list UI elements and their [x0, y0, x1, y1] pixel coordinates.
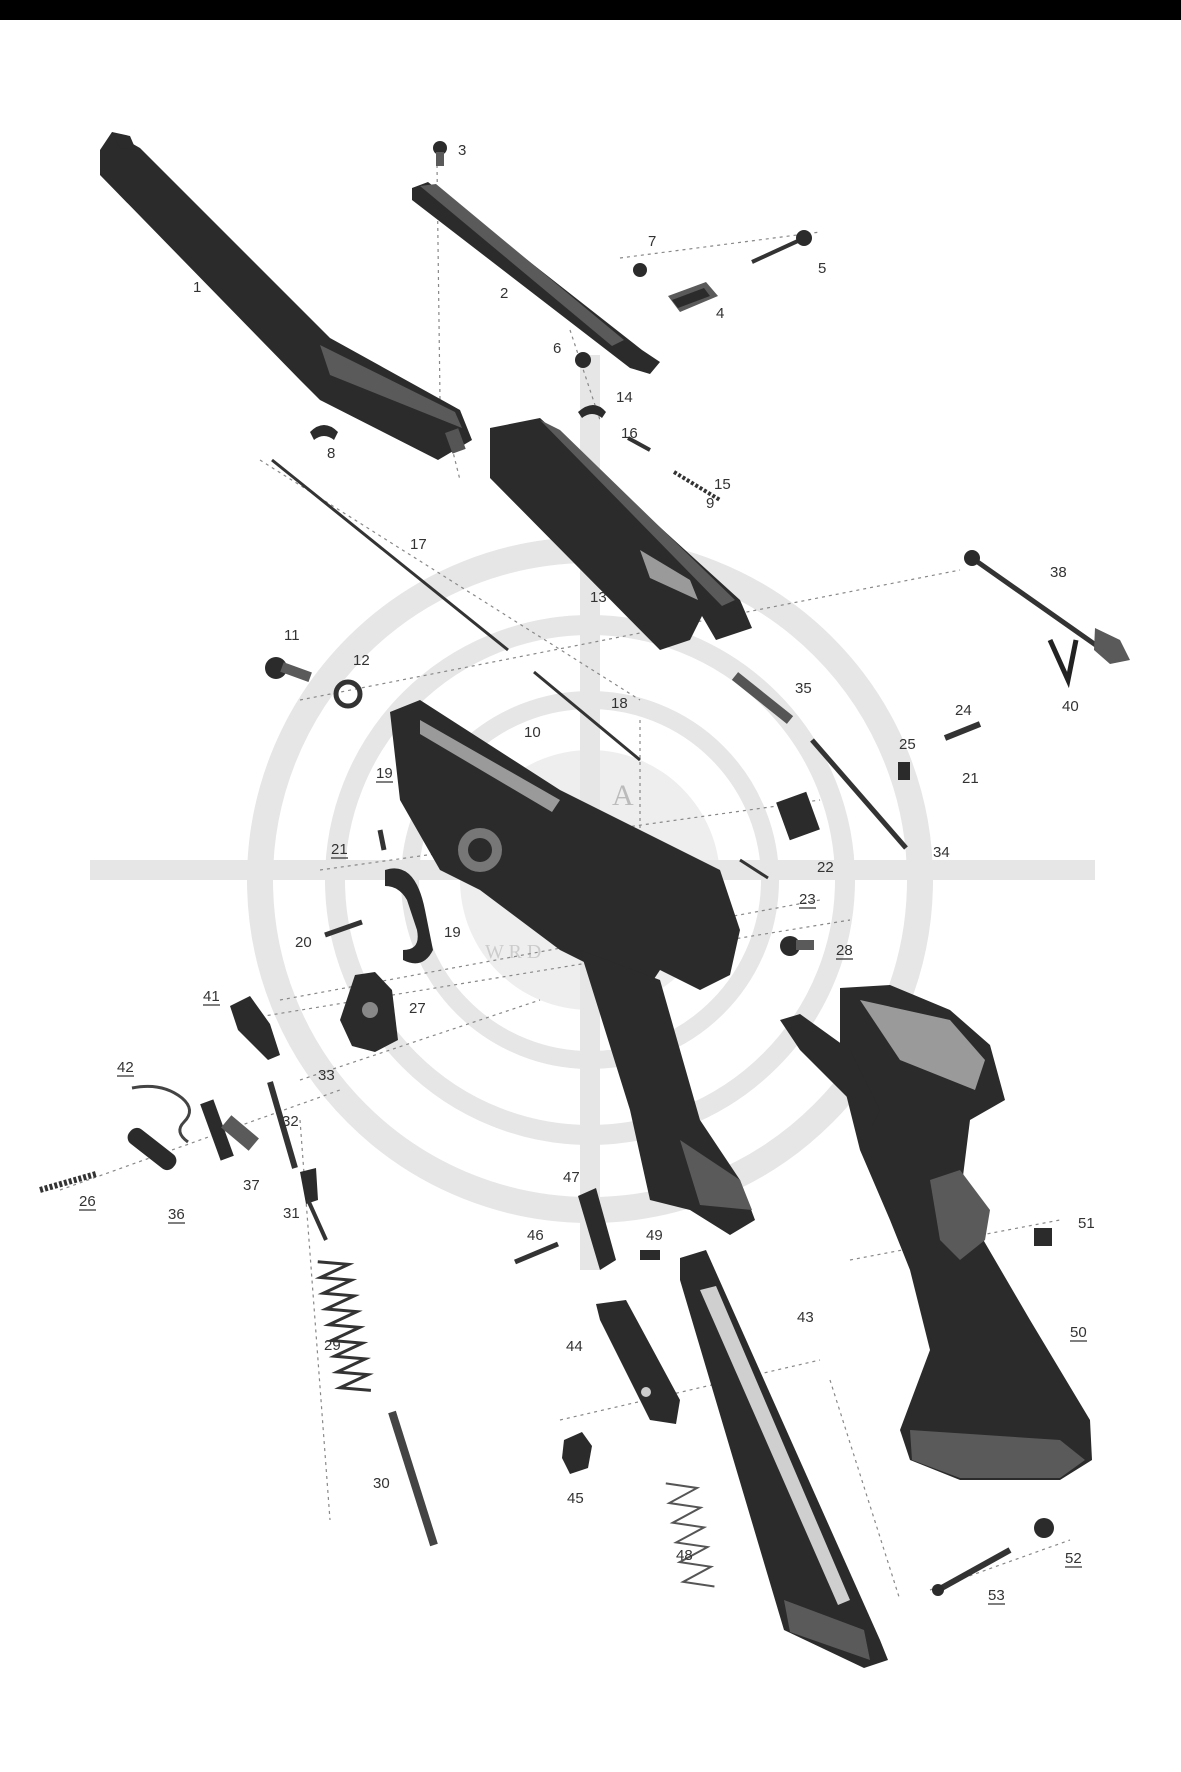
- part-label-6: 6: [553, 340, 561, 357]
- part-label-26: 26: [79, 1193, 96, 1210]
- part-label-12: 12: [353, 652, 370, 669]
- part-label-13: 13: [590, 589, 607, 606]
- part-label-42: 42: [117, 1059, 134, 1076]
- part-label-46: 46: [527, 1227, 544, 1244]
- parts-14-16: [578, 405, 722, 502]
- part-label-41: 41: [203, 988, 220, 1005]
- part-label-48: 48: [676, 1547, 693, 1564]
- part-label-30: 30: [373, 1475, 390, 1492]
- part-label-3: 3: [458, 142, 466, 159]
- grip-50: [780, 985, 1092, 1480]
- part-label-19: 19: [444, 924, 461, 941]
- part-label-34: 34: [933, 844, 950, 861]
- part-label-51: 51: [1078, 1215, 1095, 1232]
- part-label-20: 20: [295, 934, 312, 951]
- part-label-4: 4: [716, 305, 724, 322]
- top-black-bar: [0, 0, 1181, 20]
- part-label-38: 38: [1050, 564, 1067, 581]
- part-label-35: 35: [795, 680, 812, 697]
- small-parts-left: [39, 1084, 259, 1193]
- part-label-17: 17: [410, 536, 427, 553]
- part-label-11: 11: [284, 627, 300, 644]
- parts-38-40: [964, 550, 1130, 689]
- rod-17: [271, 458, 641, 762]
- part-label-45: 45: [567, 1490, 584, 1507]
- magazine-parts: [514, 1188, 715, 1588]
- part-label-50: 50: [1070, 1324, 1087, 1341]
- part-label-10: 10: [524, 724, 541, 741]
- small-parts-4-7: [575, 230, 812, 368]
- part-label-33: 33: [318, 1067, 335, 1084]
- part-label-1: 1: [193, 279, 201, 296]
- part-label-27: 27: [409, 1000, 426, 1017]
- watermark-subtext: W R D: [485, 941, 541, 963]
- screw-3: [433, 141, 447, 166]
- part-label-5: 5: [818, 260, 826, 277]
- part-label-22: 22: [817, 859, 834, 876]
- part-label-9: 9: [706, 495, 714, 512]
- part-label-21: 21: [331, 841, 348, 858]
- slide-part: [490, 418, 752, 650]
- magazine-43: [680, 1250, 888, 1668]
- part-label-2: 2: [500, 285, 508, 302]
- part-label-8: 8: [327, 445, 335, 462]
- grip-screws: [932, 1228, 1054, 1596]
- frame-part: [390, 700, 755, 1235]
- part-label-40: 40: [1062, 698, 1079, 715]
- watermark-letter: A: [612, 779, 634, 812]
- part-label-14: 14: [616, 389, 633, 406]
- part-label-7: 7: [648, 233, 656, 250]
- part-8: [310, 425, 338, 440]
- hammer-27: [230, 972, 398, 1060]
- part-label-49: 49: [646, 1227, 663, 1244]
- parts-11-12: [265, 657, 363, 709]
- part-label-29: 29: [324, 1337, 341, 1354]
- part-label-31: 31: [283, 1205, 300, 1222]
- part-label-23: 23: [799, 891, 816, 908]
- part-label-52: 52: [1065, 1550, 1082, 1567]
- part-label-32: 32: [282, 1113, 299, 1130]
- part-label-47: 47: [563, 1169, 580, 1186]
- part-label-37: 37: [243, 1177, 260, 1194]
- part-label-53: 53: [988, 1587, 1005, 1604]
- right-small-parts: [731, 672, 982, 956]
- part-label-44: 44: [566, 1338, 583, 1355]
- spring-column: [267, 1081, 438, 1547]
- part-label-25: 25: [899, 736, 916, 753]
- part-label-24: 24: [955, 702, 972, 719]
- part-label-21: 21: [962, 770, 979, 787]
- part-label-36: 36: [168, 1206, 185, 1223]
- barrel-part: [100, 132, 472, 460]
- trigger-19: [324, 829, 433, 964]
- part-label-43: 43: [797, 1309, 814, 1326]
- part-label-19: 19: [376, 765, 393, 782]
- part-label-18: 18: [611, 695, 628, 712]
- part-label-16: 16: [621, 425, 638, 442]
- part-label-28: 28: [836, 942, 853, 959]
- rib-part: [412, 182, 660, 374]
- part-label-15: 15: [714, 476, 731, 493]
